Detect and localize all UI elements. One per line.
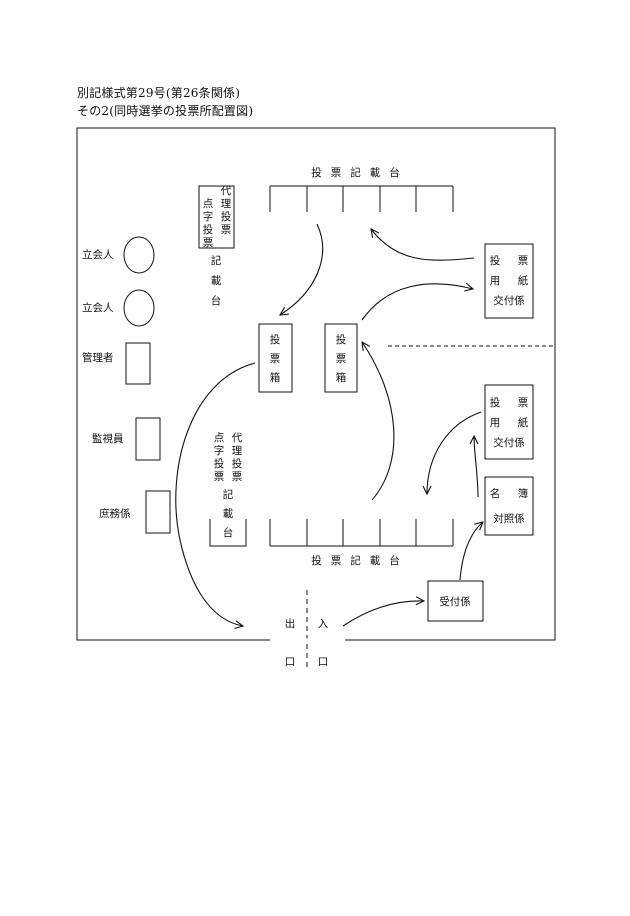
arrow-issue-top-to-desk — [371, 229, 475, 261]
svg-text:紙: 紙 — [518, 274, 529, 287]
braille-top-c1-2: 字 — [203, 210, 214, 223]
observer-2-seat — [123, 289, 155, 327]
braille-top-c2-3: 投 — [221, 210, 232, 223]
ballot-issue-desk-top: 投 票 用 紙 交付係 — [484, 243, 534, 319]
braille-top-c2-4: 票 — [221, 224, 232, 236]
svg-text:用: 用 — [490, 417, 501, 429]
svg-text:対照係: 対照係 — [493, 512, 525, 525]
manager-label: 管理者 — [82, 351, 114, 364]
supervisor-label: 監視員 — [92, 432, 124, 445]
braille-top-c1-3: 投 — [203, 223, 214, 236]
form-subtitle-heading: その2(同時選挙の投票所配置図) — [77, 104, 254, 118]
ballot-box-1-c2: 票 — [270, 353, 281, 365]
clerk-seat — [145, 490, 171, 534]
exit-entrance: 出 口 入 口 — [270, 590, 345, 668]
voting-desk-top: 投票記載台 — [269, 166, 454, 212]
arrow-desk-to-box1 — [280, 223, 324, 315]
svg-text:名: 名 — [490, 487, 501, 500]
voter-roll-check-desk: 名 簿 対照係 — [484, 476, 534, 536]
entrance-char-2: 口 — [318, 656, 329, 668]
arrow-box2-to-issue-top — [361, 284, 473, 321]
braille-top-sub-1: 記 — [211, 254, 222, 267]
svg-text:記: 記 — [223, 488, 234, 501]
svg-text:票: 票 — [214, 471, 225, 483]
voting-desk-bottom: 投票記載台 — [269, 519, 454, 567]
svg-text:票: 票 — [518, 255, 529, 267]
staff-column-left: 立会人 立会人 管理者 監視員 庶務係 — [82, 236, 171, 534]
svg-text:理: 理 — [232, 445, 243, 457]
svg-text:交付係: 交付係 — [493, 436, 525, 449]
braille-top-c2-2: 理 — [221, 198, 232, 210]
voting-desk-bottom-label: 投票記載台 — [311, 554, 409, 567]
ballot-box-2-c1: 投 — [336, 333, 347, 346]
ballot-issue-desk-bottom: 投 票 用 紙 交付係 — [484, 384, 534, 460]
ballot-box-2-c3: 箱 — [336, 371, 347, 384]
svg-text:字: 字 — [214, 444, 225, 457]
ballot-box-1: 投 票 箱 — [258, 323, 293, 393]
ballot-box-2: 投 票 箱 — [324, 323, 358, 393]
ballot-box-1-c1: 投 — [270, 333, 281, 346]
braille-top-c2-1: 代 — [221, 185, 232, 197]
svg-text:投: 投 — [490, 396, 501, 409]
observer-1-seat — [123, 236, 155, 274]
observer-1-label: 立会人 — [82, 248, 114, 261]
supervisor-seat — [135, 417, 161, 461]
arrow-box1-to-exit — [175, 362, 256, 626]
exit-char-2: 口 — [285, 656, 296, 668]
svg-text:投: 投 — [214, 457, 225, 470]
ballot-box-1-c3: 箱 — [270, 371, 281, 384]
arrow-entrance-to-reception — [342, 601, 424, 627]
manager-seat — [125, 342, 151, 385]
arrow-desk-to-box2 — [362, 342, 395, 501]
svg-text:投: 投 — [490, 254, 501, 267]
svg-text:票: 票 — [518, 397, 529, 409]
svg-text:票: 票 — [232, 471, 243, 483]
arrow-roll-to-issue — [474, 436, 479, 498]
svg-text:紙: 紙 — [518, 416, 529, 429]
svg-text:載: 載 — [223, 508, 234, 520]
clerk-label: 庶務係 — [99, 507, 131, 520]
svg-text:代: 代 — [232, 432, 243, 444]
exit-char-1: 出 — [285, 617, 296, 630]
braille-top-c1-1: 点 — [203, 198, 214, 210]
braille-top-sub-3: 台 — [211, 294, 222, 307]
svg-text:交付係: 交付係 — [493, 294, 525, 307]
braille-top-c1-4: 票 — [203, 237, 214, 249]
reception-desk: 受付係 — [427, 580, 484, 622]
svg-text:投: 投 — [232, 457, 243, 470]
reception-label: 受付係 — [439, 595, 471, 608]
braille-proxy-desk-top: 点 字 投 票 代 理 投 票 記 載 台 — [198, 185, 235, 307]
svg-text:点: 点 — [214, 432, 225, 444]
form-number-heading: 別記様式第29号(第26条関係) — [77, 86, 241, 100]
arrow-issue-to-desk — [427, 411, 482, 494]
flow-arrows — [175, 223, 483, 627]
entrance-char-1: 入 — [318, 618, 329, 630]
braille-proxy-desk-top-box — [198, 185, 235, 249]
svg-text:台: 台 — [223, 526, 234, 539]
svg-text:簿: 簿 — [518, 487, 529, 500]
arrow-reception-to-roll — [459, 522, 483, 581]
svg-text:用: 用 — [490, 275, 501, 287]
braille-top-sub-2: 載 — [211, 275, 222, 287]
braille-proxy-desk-bottom: 点 字 投 票 代 理 投 票 記 載 台 — [209, 432, 247, 547]
observer-2-label: 立会人 — [82, 301, 114, 314]
ballot-box-2-c2: 票 — [336, 353, 347, 365]
voting-desk-top-label: 投票記載台 — [311, 166, 409, 179]
